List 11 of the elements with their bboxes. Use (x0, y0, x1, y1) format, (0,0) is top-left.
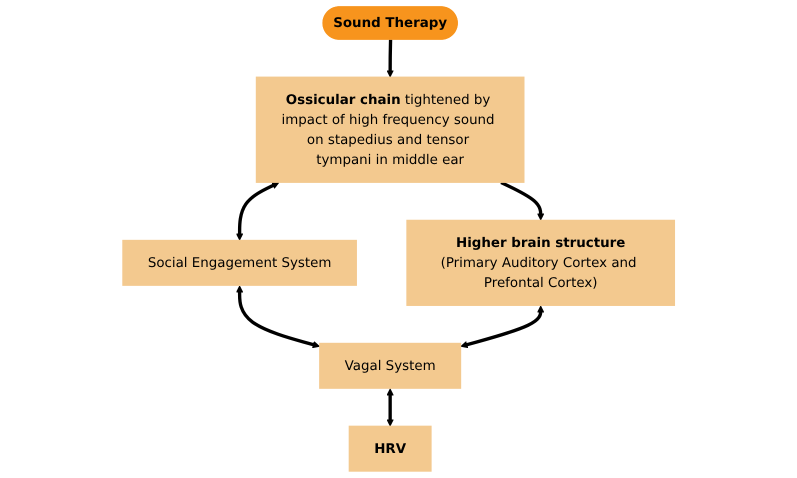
node-box: Higher brain structure (Primary Auditory Cortex and Prefontal Cortex) (406, 220, 675, 306)
node-box: Vagal System (318, 342, 461, 389)
arrow (386, 388, 394, 426)
node-box: HRV (348, 426, 432, 472)
arrow (500, 180, 544, 220)
arrow (460, 306, 544, 348)
node-box: Social Engagement System (122, 240, 357, 286)
node-box: Ossicular chain tightened by impact of high frequency sound on stapedius and tensor tympani in middle ear (256, 76, 524, 183)
arrow (236, 182, 280, 241)
arrow (386, 40, 394, 78)
arrow (236, 285, 320, 348)
